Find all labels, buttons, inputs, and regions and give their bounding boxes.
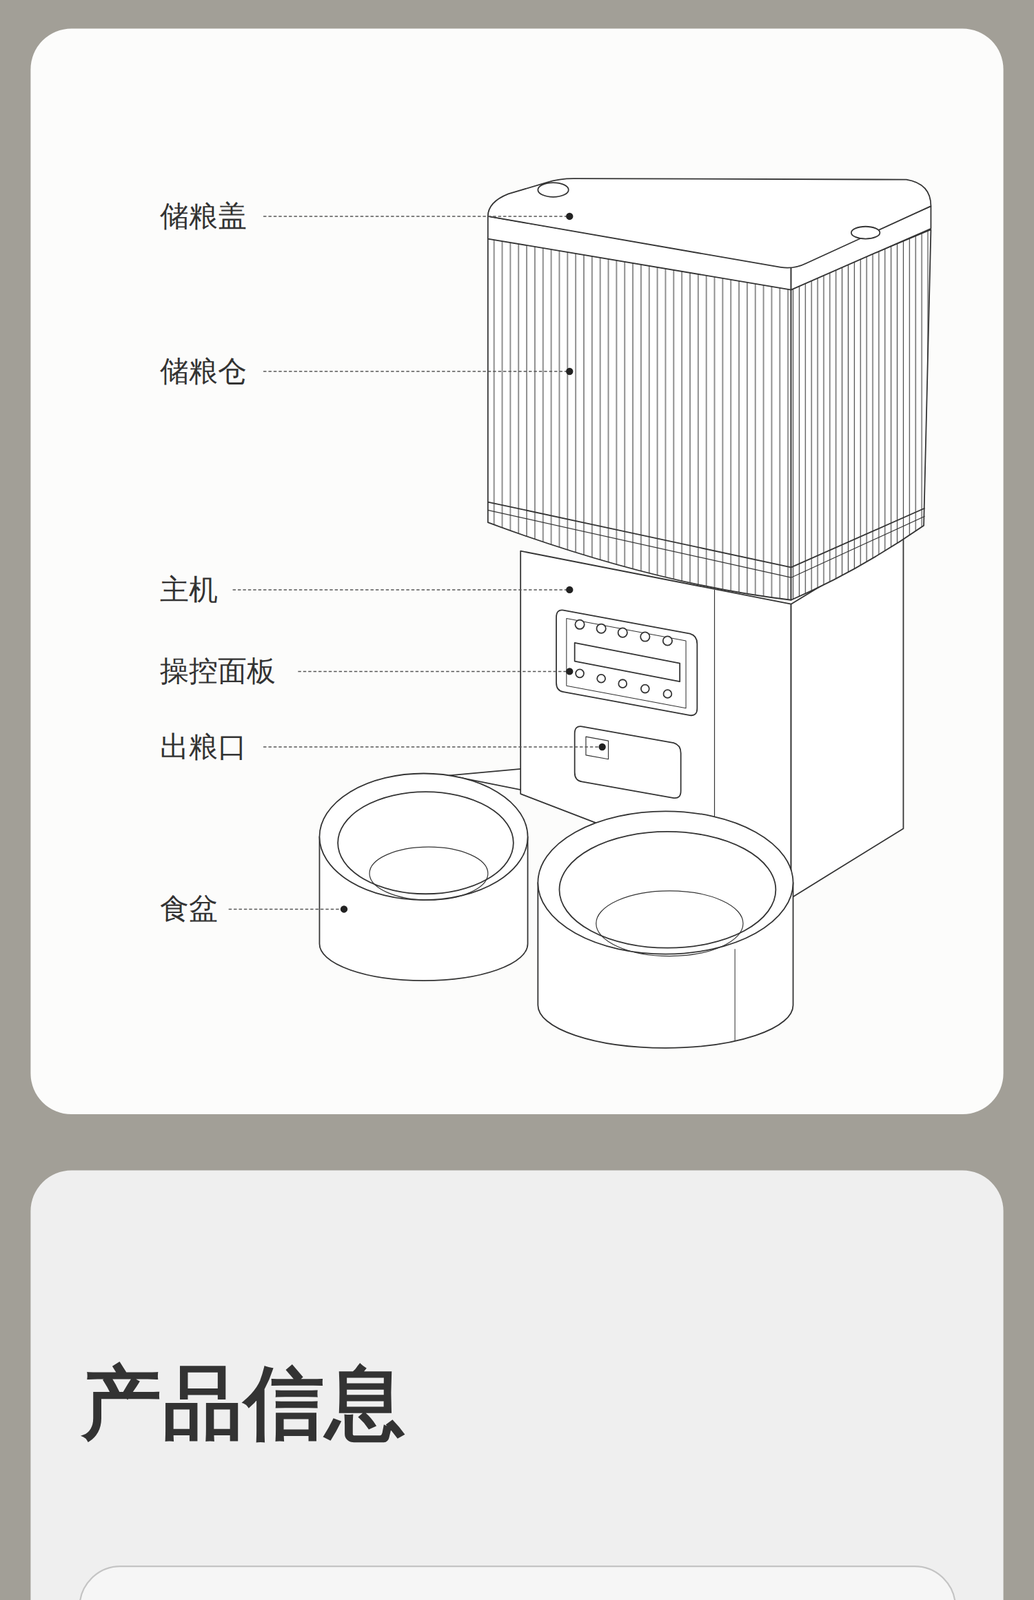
leader-lines: [228, 216, 600, 910]
section-title: 产品信息: [81, 1355, 407, 1452]
feeder: [319, 178, 931, 1049]
info-card: [30, 1171, 1003, 1600]
part-label: 食盆: [159, 891, 218, 927]
top-card: [30, 28, 1003, 1115]
part-label: 出粮口: [159, 730, 247, 765]
part-label: 主机: [159, 572, 218, 608]
leader-dots: [340, 213, 606, 914]
part-label: 储粮盖: [159, 199, 247, 234]
part-label: 操控面板: [159, 654, 276, 689]
info-row-outline: [79, 1566, 955, 1600]
part-label: 储粮仓: [159, 354, 247, 389]
